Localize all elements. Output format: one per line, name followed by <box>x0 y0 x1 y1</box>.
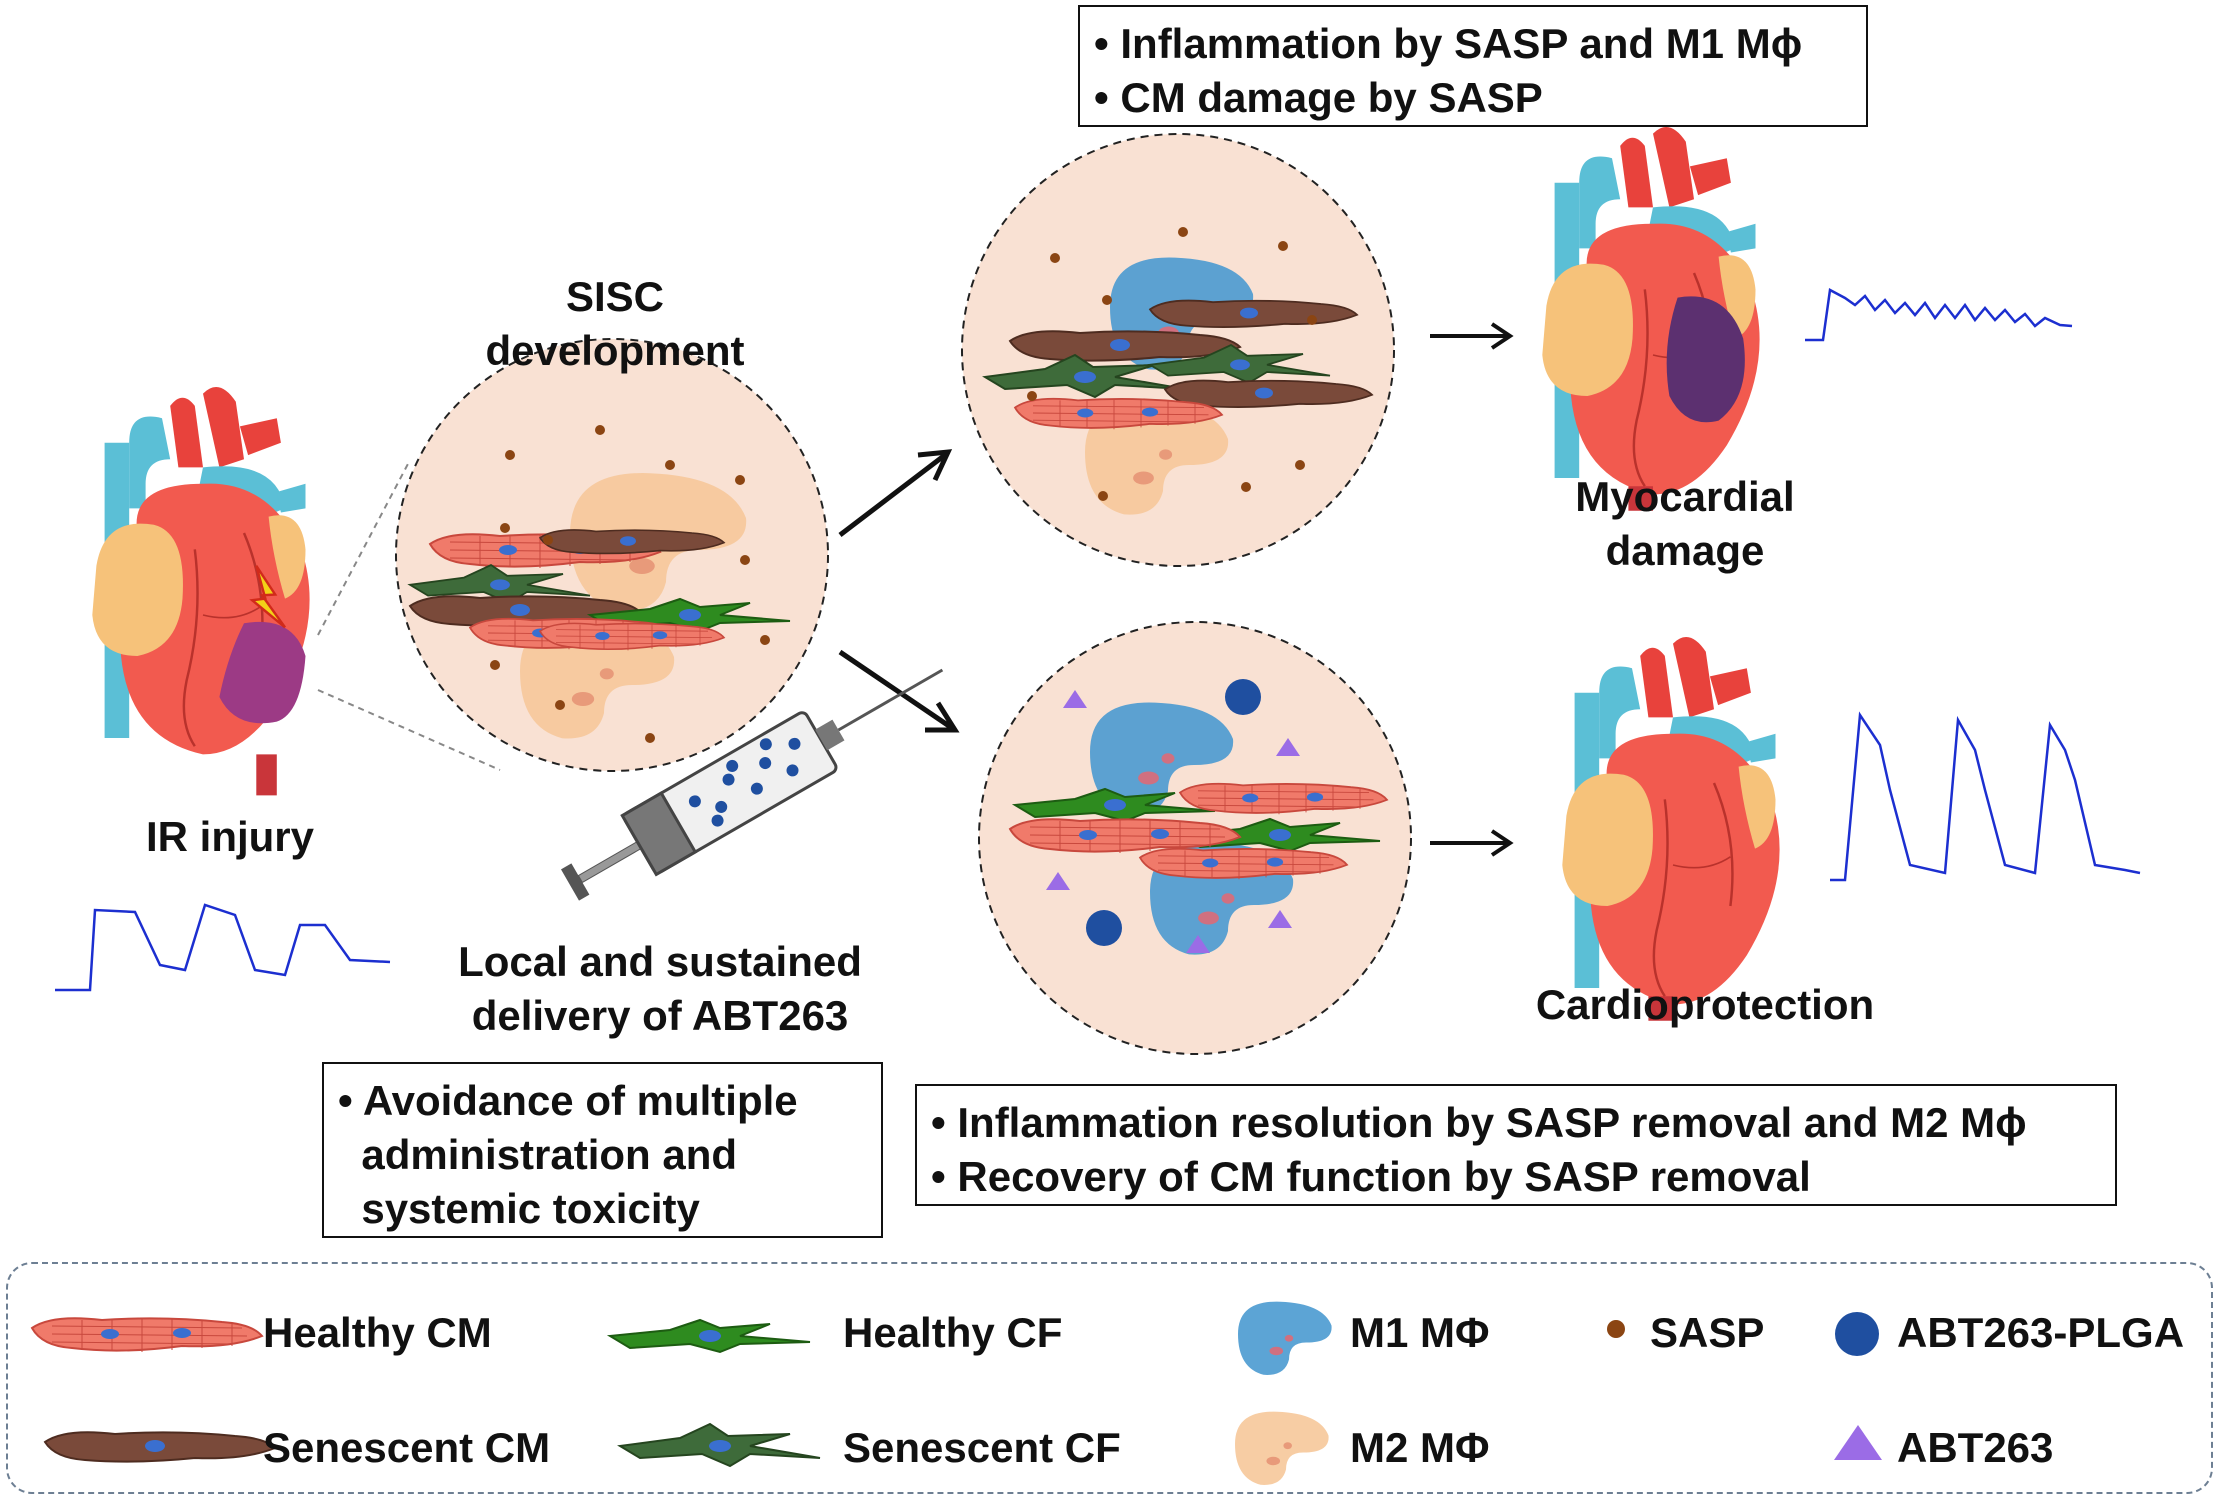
healthy-heart <box>1561 635 1781 1021</box>
top-bullet-1: • Inflammation by SASP and M1 Mϕ <box>1094 20 1803 67</box>
legend-healthy-cm-label: Healthy CM <box>263 1309 492 1356</box>
delivery-line2: delivery of ABT263 <box>471 992 849 1039</box>
legend-abt-icon <box>1834 1425 1882 1460</box>
delivery-label: Local and sustained delivery of ABT263 <box>400 935 920 1043</box>
legend-plga-label: ABT263-PLGA <box>1897 1309 2185 1356</box>
legend-senescent-cf-label: Senescent CF <box>843 1424 1121 1471</box>
sisc-circle <box>395 338 829 772</box>
arrow-right-top <box>1430 322 1514 350</box>
ecg-trace-protection <box>1830 711 2141 882</box>
arrow-up <box>838 449 953 537</box>
ir-injury-label: IR injury <box>145 813 315 860</box>
left-line-2: administration and <box>338 1131 738 1178</box>
right-outcome-box: • Inflammation resolution by SASP remova… <box>915 1084 2117 1206</box>
legend-healthy-cf-label: Healthy CF <box>843 1309 1063 1356</box>
myocardial-line2: damage <box>1605 527 1765 574</box>
sisc-label: SISC development <box>440 270 790 378</box>
syringe <box>561 668 944 901</box>
left-line-1: • Avoidance of multiple <box>338 1077 798 1124</box>
left-line-3: systemic toxicity <box>338 1185 700 1232</box>
cardioprotection-label: Cardioprotection <box>1535 981 1875 1028</box>
zoom-line <box>317 689 501 771</box>
ir-injury-heart <box>91 385 311 796</box>
left-benefit-box: • Avoidance of multiple administration a… <box>322 1062 883 1238</box>
sisc-line2: development <box>485 327 745 374</box>
myocardial-label: Myocardial damage <box>1510 470 1860 578</box>
legend-plga-icon <box>1835 1312 1879 1356</box>
legend-m2-label: M2 MΦ <box>1350 1424 1490 1471</box>
myocardial-line1: Myocardial <box>1575 473 1795 520</box>
damage-circle <box>961 133 1395 567</box>
legend-sasp-label: SASP <box>1650 1309 1765 1356</box>
right-bullet-2: • Recovery of CM function by SASP remova… <box>931 1153 1811 1200</box>
legend-abt-label: ABT263 <box>1897 1424 2054 1471</box>
delivery-line1: Local and sustained <box>458 938 862 985</box>
legend-panel <box>6 1262 2213 1494</box>
ecg-trace-ir <box>55 903 391 992</box>
sisc-line1: SISC <box>565 273 665 320</box>
legend-m1-label: M1 MΦ <box>1350 1309 1490 1356</box>
ecg-trace-damage <box>1805 288 2073 342</box>
legend-sasp-icon <box>1607 1320 1625 1338</box>
right-bullet-1: • Inflammation resolution by SASP remova… <box>931 1099 2027 1146</box>
top-summary-box: • Inflammation by SASP and M1 Mϕ • CM da… <box>1078 5 1868 127</box>
protection-circle <box>978 621 1412 1055</box>
top-bullet-2: • CM damage by SASP <box>1094 74 1543 121</box>
legend-senescent-cm-label: Senescent CM <box>263 1424 551 1471</box>
arrow-down <box>838 649 960 733</box>
damaged-heart <box>1541 125 1761 511</box>
arrow-right-bottom <box>1430 829 1514 857</box>
